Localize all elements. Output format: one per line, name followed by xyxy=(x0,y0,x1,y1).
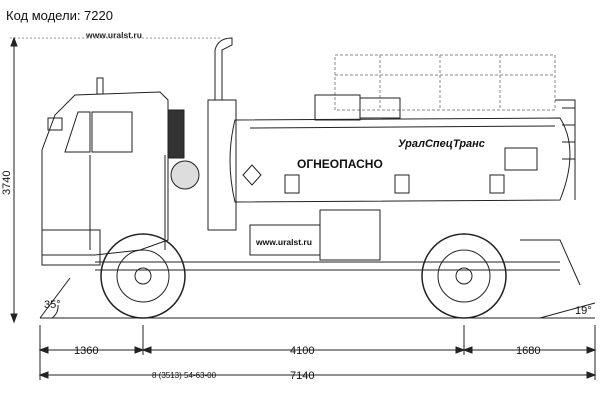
height-value: 3740 xyxy=(1,171,13,195)
tank-strap xyxy=(284,174,300,194)
approach-angle-value: 35° xyxy=(44,299,61,311)
model-code-label: Код модели: 7220 xyxy=(6,8,113,23)
rear-frame xyxy=(520,239,581,286)
hazard-sign xyxy=(242,164,262,186)
cab-side-window xyxy=(91,111,133,153)
fuel-tank xyxy=(229,117,571,203)
tank-cabinet xyxy=(504,147,538,171)
exhaust-pipe xyxy=(214,37,233,101)
pump-block xyxy=(319,209,381,261)
approach-angle-arc xyxy=(51,304,59,319)
tank-hatch-2 xyxy=(359,97,401,119)
air-filter xyxy=(167,109,185,159)
phone-number: 8 (3513) 54-63-00 xyxy=(152,371,217,380)
tank-warning-text: ОГНЕОПАСНО xyxy=(297,157,383,171)
rear-wheel xyxy=(421,233,507,319)
rear-overhang-value: 1680 xyxy=(516,345,540,357)
side-mirror xyxy=(47,117,63,131)
exhaust-column xyxy=(207,99,237,231)
front-wheel-rim xyxy=(116,249,170,303)
side-website-text: www.uralst.ru xyxy=(255,237,312,247)
cab-body xyxy=(41,91,169,256)
cab-door-window xyxy=(64,111,91,153)
front-overhang-value: 1360 xyxy=(74,345,98,357)
rear-wheel-rim xyxy=(437,249,491,303)
cargo-outline xyxy=(334,54,556,111)
rear-wheel-hub xyxy=(455,267,473,285)
front-bumper xyxy=(41,229,101,266)
exhaust-muffler xyxy=(170,160,200,190)
tank-hatch xyxy=(314,94,361,121)
front-wheel xyxy=(100,233,186,319)
approach-angle-line xyxy=(39,277,71,319)
wheelbase-value: 4100 xyxy=(290,345,314,357)
brand-label: УралСпецТранс xyxy=(398,138,485,150)
front-wheel-hub xyxy=(134,267,152,285)
departure-angle-value: 19° xyxy=(575,305,592,317)
tank-strap xyxy=(394,174,410,194)
tank-strap xyxy=(489,174,505,194)
total-length-value: 7140 xyxy=(290,370,314,382)
departure-angle-line xyxy=(539,302,596,319)
beacon-light xyxy=(96,77,104,95)
rear-ladder xyxy=(555,99,576,200)
website-link: www.uralst.ru xyxy=(86,30,142,40)
